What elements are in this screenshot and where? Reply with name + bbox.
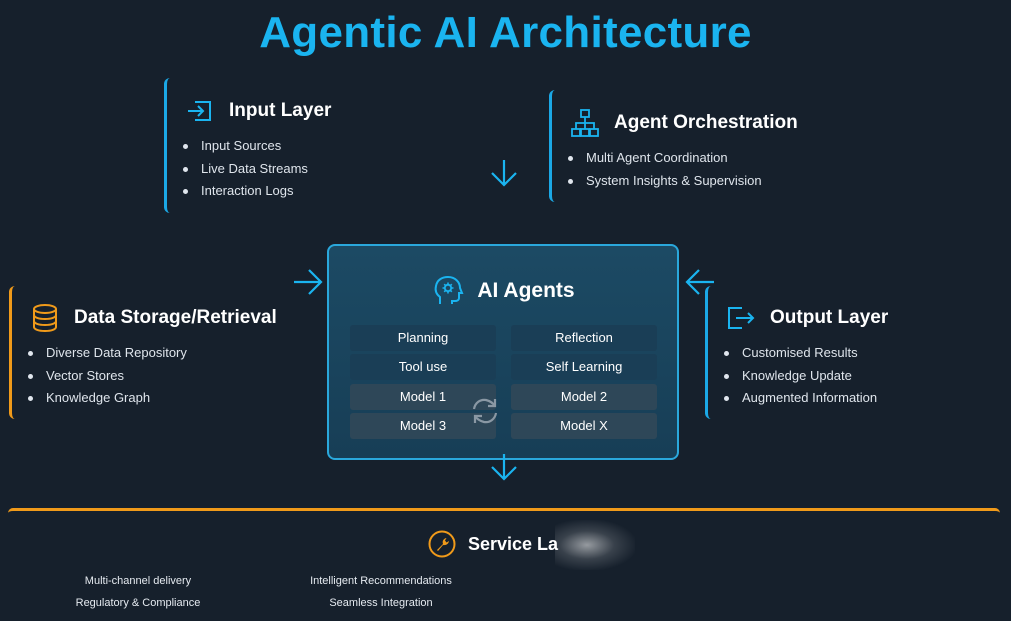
data-storage-section: Data Storage/Retrieval Diverse Data Repo…: [9, 286, 302, 419]
service-layer-divider: [8, 508, 1000, 513]
service-item: Intelligent Recommendations: [310, 575, 452, 587]
hierarchy-icon: [570, 108, 600, 138]
input-layer-list: Input Sources Live Data Streams Interact…: [183, 135, 403, 203]
model-cell: Model X: [511, 413, 657, 439]
wrench-icon: [428, 530, 456, 558]
refresh-icon: [472, 398, 498, 424]
page-title: Agentic AI Architecture: [259, 8, 752, 57]
data-storage-title: Data Storage/Retrieval: [74, 307, 277, 328]
list-item: Live Data Streams: [183, 158, 403, 181]
list-item: Input Sources: [183, 135, 403, 158]
list-item: System Insights & Supervision: [568, 170, 838, 193]
agent-orchestration-section: Agent Orchestration Multi Agent Coordina…: [549, 90, 852, 202]
capability-cell: Planning: [350, 325, 496, 351]
input-layer-title: Input Layer: [229, 100, 332, 121]
list-item: Augmented Information: [724, 387, 974, 410]
capability-cell: Tool use: [350, 354, 496, 380]
arrow-down-icon: [491, 454, 517, 481]
service-layer-header: Service La: [428, 530, 558, 558]
service-item: Regulatory & Compliance: [75, 597, 201, 609]
service-item: Multi-channel delivery: [84, 575, 192, 587]
head-gear-icon: [431, 274, 465, 308]
list-item: Vector Stores: [28, 365, 288, 388]
service-layer-title: Service La: [468, 533, 559, 554]
list-item: Knowledge Update: [724, 365, 974, 388]
list-item: Interaction Logs: [183, 180, 403, 203]
output-layer-title: Output Layer: [770, 307, 889, 328]
sign-out-icon: [726, 303, 756, 333]
output-layer-section: Output Layer Customised Results Knowledg…: [705, 286, 988, 419]
output-layer-list: Customised Results Knowledge Update Augm…: [724, 342, 974, 410]
model-cell: Model 2: [511, 384, 657, 410]
list-item: Multi Agent Coordination: [568, 147, 838, 170]
arrow-right-icon: [294, 269, 323, 295]
agent-orchestration-title: Agent Orchestration: [614, 112, 798, 133]
ai-agents-title: AI Agents: [477, 279, 575, 302]
capability-cell: Reflection: [511, 325, 657, 351]
model-cell: Model 3: [350, 413, 496, 439]
list-item: Customised Results: [724, 342, 974, 365]
arrow-down-icon: [491, 160, 517, 187]
input-layer-section: Input Layer Input Sources Live Data Stre…: [164, 78, 417, 213]
database-icon: [30, 303, 60, 333]
list-item: Diverse Data Repository: [28, 342, 288, 365]
ai-agents-box: AI Agents Planning Reflection Tool use S…: [327, 244, 679, 460]
model-cell: Model 1: [350, 384, 496, 410]
capability-cell: Self Learning: [511, 354, 657, 380]
service-item: Seamless Integration: [329, 597, 433, 609]
list-item: Knowledge Graph: [28, 387, 288, 410]
sign-in-icon: [185, 96, 215, 126]
data-storage-list: Diverse Data Repository Vector Stores Kn…: [28, 342, 288, 410]
arrow-left-icon: [685, 269, 714, 295]
agent-orchestration-list: Multi Agent Coordination System Insights…: [568, 147, 838, 192]
blur-overlay: [555, 520, 635, 570]
